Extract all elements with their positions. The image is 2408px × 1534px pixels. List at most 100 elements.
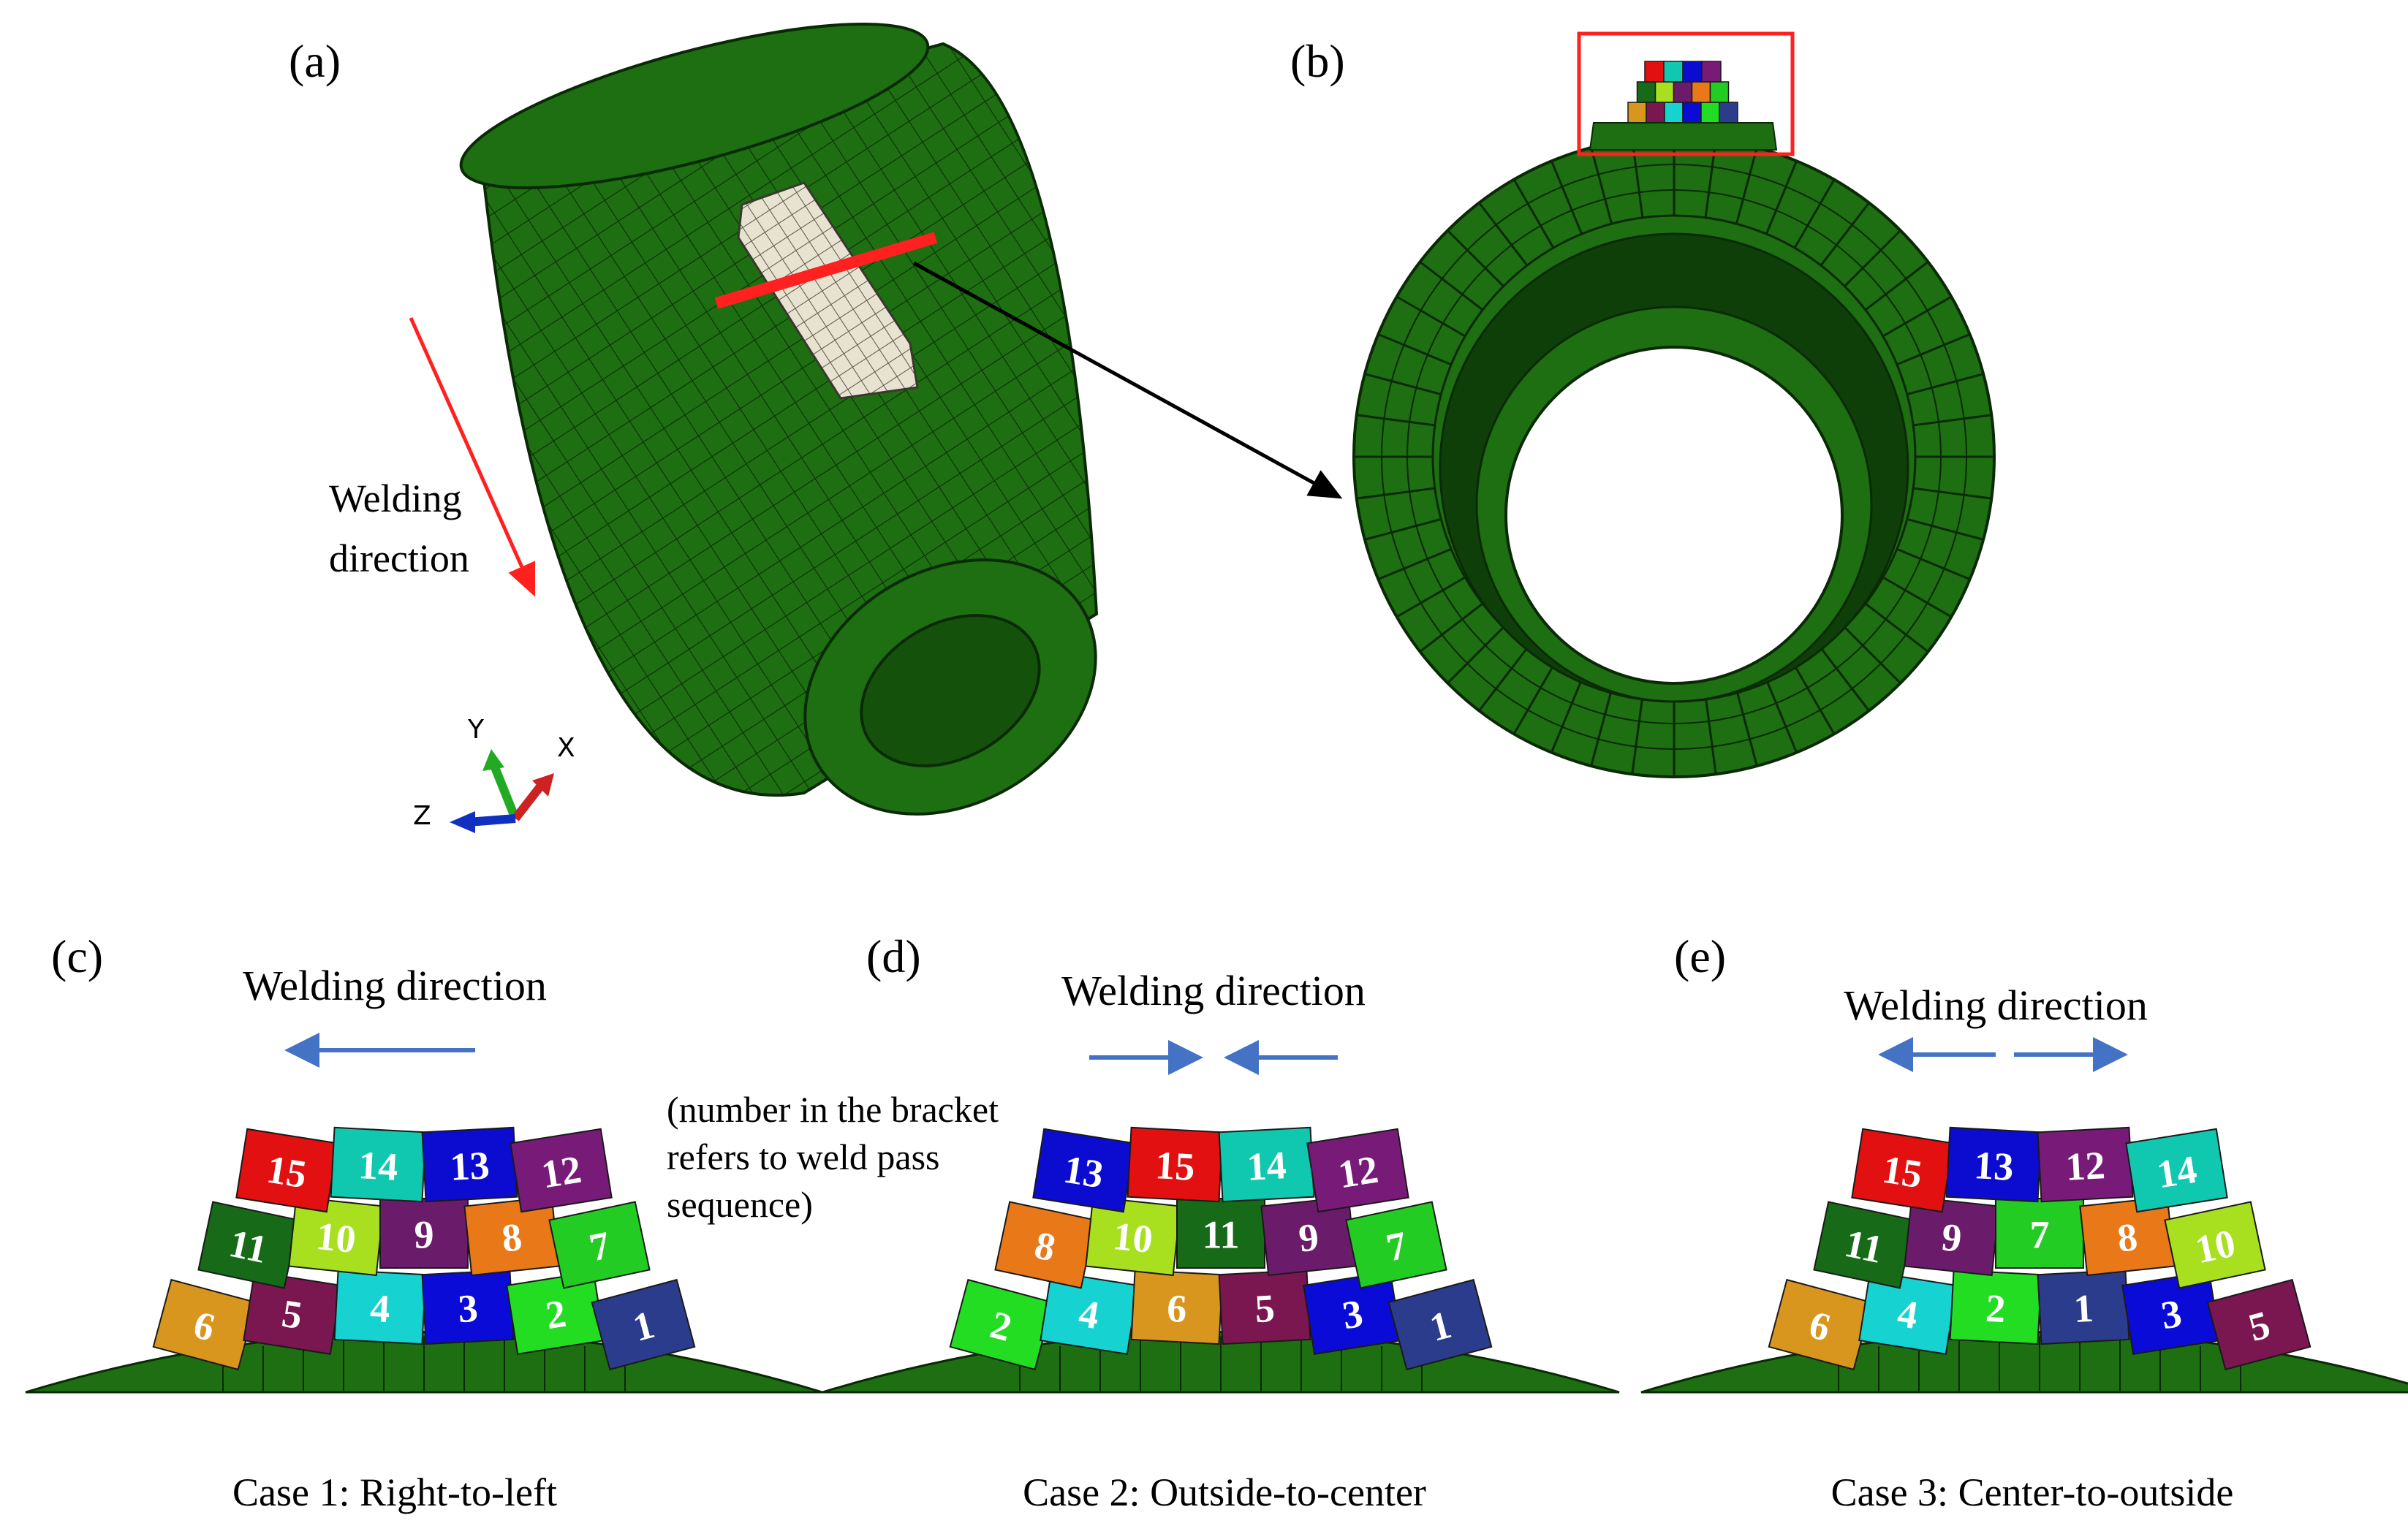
mini-weld-cell (1663, 61, 1684, 83)
triad-z-arrowhead (450, 811, 475, 833)
weld-pass-number: 4 (369, 1286, 391, 1331)
weld-pass-5: 5 (1218, 1269, 1311, 1345)
weld-pass-number: 7 (2030, 1213, 2050, 1257)
ring-mesh-line (1820, 202, 1870, 267)
ring-mesh-line (1478, 202, 1529, 267)
mini-weld-cell (1709, 81, 1730, 103)
welding-direction-label-c: Welding direction (243, 962, 547, 1009)
weld-pass-14: 14 (1218, 1126, 1315, 1203)
ring-mesh-line (1864, 602, 1929, 653)
weld-pass-12: 12 (1306, 1128, 1409, 1213)
ring-mesh-circle (1381, 164, 1967, 750)
panel-label-e: (e) (1674, 930, 1726, 982)
ring-mesh-line (1377, 333, 1452, 366)
weld-pass-cell (2125, 1128, 2228, 1213)
triad-z-label: Z (413, 801, 431, 831)
triad-x-label: X (557, 733, 575, 763)
pipe-bore-hole (1504, 346, 1844, 685)
pipe-bore (860, 614, 1041, 767)
weld-pass-13: 13 (421, 1126, 518, 1203)
weld-pass-14: 14 (2125, 1128, 2228, 1213)
weld-pass-cell (2164, 1201, 2266, 1289)
mini-weld-cell (1664, 102, 1684, 124)
weld-pass-7: 7 (548, 1201, 651, 1289)
weld-pass-number: 14 (2154, 1147, 2200, 1197)
pipe-ring-mesh (1354, 137, 1994, 777)
mini-weld-cell (1646, 102, 1665, 124)
welding-direction-label-line1: Welding (329, 476, 462, 520)
weld-pass-3: 3 (2121, 1271, 2221, 1355)
weld-pass-number: 12 (538, 1147, 584, 1197)
panel-label-c: (c) (51, 930, 103, 982)
weld-pass-3: 3 (421, 1269, 515, 1345)
weld-pass-5: 5 (2206, 1278, 2312, 1371)
mini-weld-cell (1682, 61, 1703, 83)
triad-z-axis (467, 814, 516, 827)
ring-mesh-line (1512, 665, 1555, 735)
weld-pass-9: 9 (1260, 1196, 1357, 1277)
weld-pass-number: 13 (1973, 1143, 2015, 1189)
ring-mesh-line (1512, 178, 1555, 248)
ring-mesh-line (1793, 665, 1836, 735)
triad-x-arrowhead (532, 773, 554, 797)
weld-pass-12: 12 (2037, 1126, 2134, 1203)
weld-pass-4: 4 (1858, 1271, 1958, 1355)
weld-pass-13: 13 (1032, 1128, 1135, 1213)
weld-pass-number: 8 (500, 1215, 524, 1260)
mini-weld-cell (1701, 61, 1722, 83)
mini-weld-cell (1654, 81, 1675, 103)
pipe-cross-section (1352, 31, 1996, 778)
weld-pass-11: 11 (1176, 1198, 1265, 1269)
ring-mesh-line (1907, 517, 1984, 541)
ring-mesh-line (1590, 147, 1613, 224)
weld-pass-number: 14 (357, 1143, 399, 1189)
weld-pass-11: 11 (197, 1201, 300, 1289)
weld-pass-7: 7 (1345, 1201, 1447, 1289)
ring-mesh-line (1419, 602, 1484, 653)
note-line-2: refers to weld pass (667, 1136, 940, 1177)
ring-mesh-line (1912, 414, 1992, 427)
weld-pass-number: 15 (1154, 1143, 1196, 1189)
welding-direction-label-line2: direction (329, 536, 469, 580)
ring-mesh-line (1631, 695, 1644, 775)
weld-pass-8: 8 (463, 1196, 560, 1277)
weld-pass-cell (1306, 1128, 1409, 1213)
triad-y-label: Y (467, 715, 485, 745)
ring-mesh-line (1912, 487, 1992, 500)
weld-pass-cell (1387, 1278, 1493, 1371)
ring-mesh-line (1478, 647, 1529, 712)
ring-mesh-line (1447, 626, 1504, 684)
weld-pass-number: 10 (2192, 1220, 2239, 1272)
welding-direction-arrow-a (409, 316, 536, 597)
ring-mesh-line (1735, 147, 1758, 224)
weld-pass-9: 9 (379, 1198, 469, 1269)
mini-weld-base (1589, 122, 1778, 151)
ring-mesh-line (1844, 626, 1901, 684)
ring-mesh-line (1550, 679, 1583, 753)
weld-pass-cell (1995, 1198, 2084, 1269)
weld-pass-number: 8 (2116, 1215, 2140, 1260)
ring-mesh-line (1550, 160, 1583, 235)
note-line-1: (number in the bracket (667, 1089, 999, 1130)
weld-pass-number: 12 (2064, 1143, 2106, 1189)
weld-bead-block (737, 181, 919, 400)
panel-label-b: (b) (1290, 35, 1345, 87)
section-arrow (912, 261, 1343, 499)
weld-pass-14: 14 (330, 1126, 427, 1203)
weld-pass-number: 9 (1939, 1215, 1964, 1260)
mini-weld-cell (1636, 81, 1657, 103)
weld-pass-number: 2 (1985, 1286, 2007, 1331)
weld-pass-12: 12 (510, 1128, 613, 1213)
ring-mesh-circle (1406, 189, 1942, 724)
weld-pass-2: 2 (949, 1278, 1054, 1371)
weld-pass-cell (548, 1201, 651, 1289)
weld-pass-number: 9 (1297, 1215, 1321, 1260)
ring-mesh-line (1356, 487, 1436, 500)
weld-pass-number: 13 (1061, 1147, 1107, 1197)
weld-pass-cell (2206, 1278, 2312, 1371)
ring-mesh-line (1882, 295, 1953, 338)
